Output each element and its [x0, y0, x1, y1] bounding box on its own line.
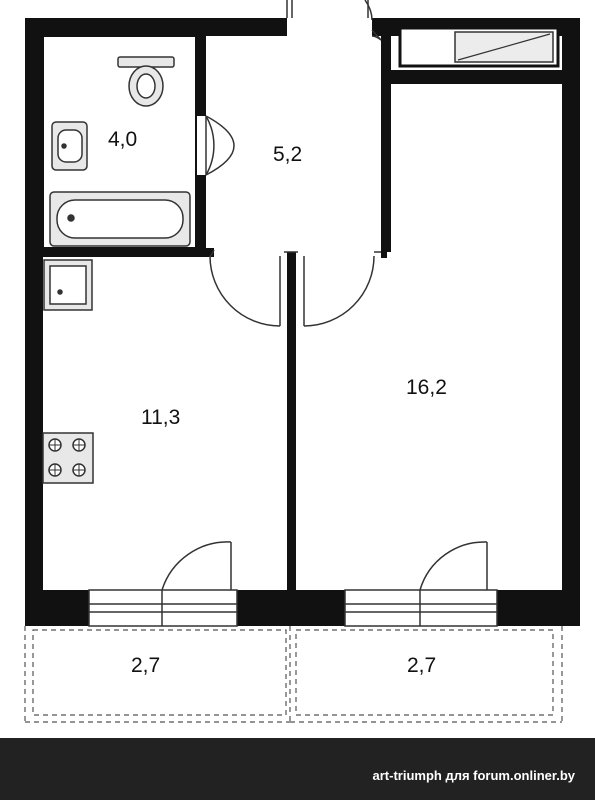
kitchen-area-label: 11,3 [141, 406, 180, 429]
kitchen-sink-icon [43, 259, 93, 311]
bathroom-outline [42, 35, 197, 249]
left-balcony-area-label: 2,7 [131, 654, 160, 677]
sink-icon [51, 121, 88, 171]
top-storage [398, 26, 560, 68]
stove-icon [42, 432, 94, 484]
balconies [24, 626, 563, 723]
kitchen-door [209, 255, 281, 327]
floor-plan: 4,0 5,2 11,3 16,2 2,7 2,7 [24, 0, 580, 723]
left-balcony-door-swing [161, 541, 232, 591]
left-balcony-window [88, 589, 238, 627]
right-balcony-window [344, 589, 498, 627]
right-balcony-door-swing [419, 541, 488, 591]
hallway-door-frames [209, 29, 382, 258]
internal-walls [43, 36, 562, 590]
bathroom-area-label: 4,0 [108, 128, 137, 151]
bathtub-icon [49, 191, 191, 247]
living-room-door [303, 251, 381, 327]
footer-bar: art-triumph для forum.onliner.by [0, 738, 595, 800]
entrance-door [286, 0, 373, 21]
hallway-area-label: 5,2 [273, 143, 302, 166]
outer-walls [25, 18, 580, 626]
toilet-icon [117, 56, 175, 107]
bathroom-door [205, 115, 235, 176]
footer-credit: art-triumph для forum.onliner.by [372, 768, 576, 783]
right-balcony-area-label: 2,7 [407, 654, 436, 677]
living-room-area-label: 16,2 [406, 376, 447, 399]
